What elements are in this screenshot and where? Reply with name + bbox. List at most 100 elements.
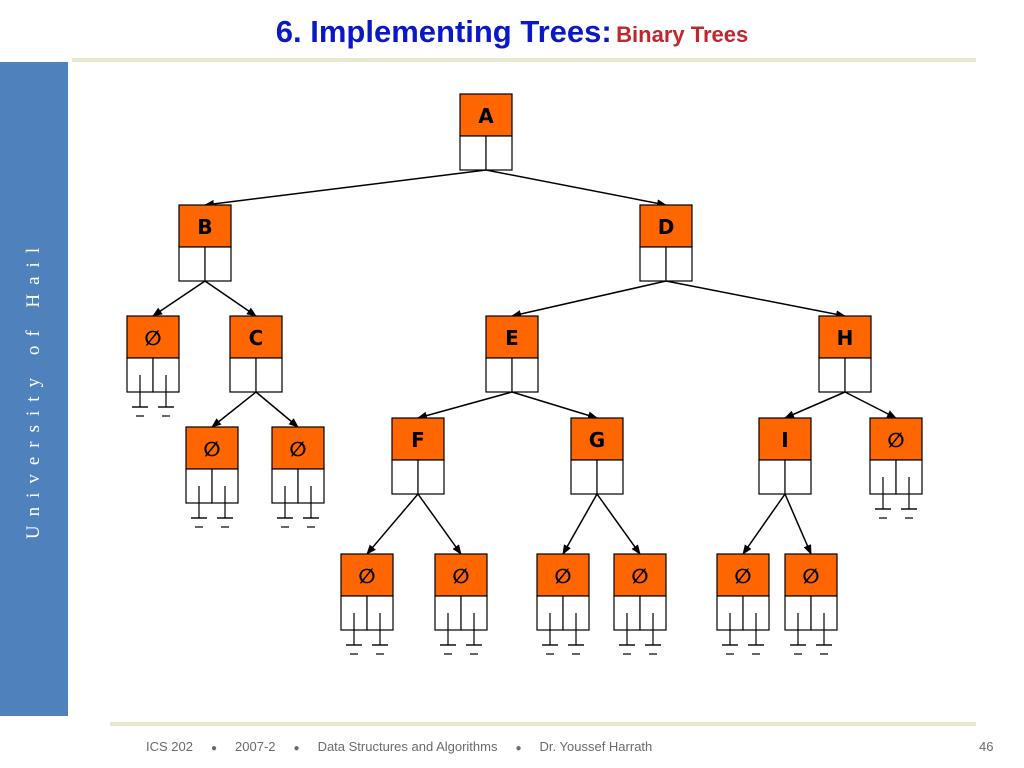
null-pointer-icon: [191, 486, 207, 528]
node-value-cell: [340, 553, 394, 597]
left-pointer-cell: [391, 459, 419, 495]
bullet-icon: ●: [515, 743, 522, 754]
right-pointer-cell: [844, 357, 872, 393]
null-pointer-icon: [542, 613, 558, 655]
right-pointer-cell: [255, 357, 283, 393]
tree-node-n1: ∅: [126, 315, 180, 417]
edge-H-I: [784, 391, 846, 419]
tree-node-n8: ∅: [613, 553, 667, 655]
null-pointer-icon: [790, 613, 806, 655]
right-pointer-cell: [665, 246, 693, 282]
node-label: B: [197, 215, 212, 239]
tree-node-C: C: [229, 315, 283, 393]
node-label: ∅: [203, 437, 220, 461]
node-value-cell: [459, 93, 513, 137]
left-pointer-cell: [639, 246, 667, 282]
node-value-cell: [758, 417, 812, 461]
node-value-cell: [485, 315, 539, 359]
node-value-cell: [639, 204, 693, 248]
slide-title: 6. Implementing Trees: Binary Trees: [0, 14, 1024, 50]
node-label: E: [505, 326, 519, 350]
right-pointer-cell: [417, 459, 445, 495]
right-pointer-cell: [596, 459, 624, 495]
page-number: 46: [979, 739, 994, 754]
node-value-cell: [784, 553, 838, 597]
tree-node-H: H: [818, 315, 872, 393]
edge-I-n9: [742, 493, 786, 555]
bullet-icon: ●: [293, 743, 300, 754]
tree-node-n7: ∅: [536, 553, 590, 655]
node-label: D: [658, 215, 675, 239]
right-pointer-cell: [784, 459, 812, 495]
node-value-cell: [570, 417, 624, 461]
edge-D-E: [511, 280, 667, 318]
node-label: ∅: [554, 564, 571, 588]
edge-G-n7: [562, 493, 598, 555]
left-pointer-cell: [459, 135, 487, 171]
left-pointer-cell: [570, 459, 598, 495]
title-subtitle: Binary Trees: [616, 22, 749, 47]
null-pointer-icon: [466, 613, 482, 655]
tree-node-A: A: [459, 93, 513, 171]
tree-node-D: D: [639, 204, 693, 282]
tree-node-n9: ∅: [716, 553, 770, 655]
footer-author: Dr. Youssef Harrath: [539, 739, 653, 754]
left-pointer-cell: [485, 357, 513, 393]
node-label: ∅: [289, 437, 306, 461]
sidebar-band: [0, 62, 68, 716]
edge-E-G: [511, 391, 598, 420]
null-pointer-icon: [901, 477, 917, 519]
edge-D-H: [665, 280, 846, 319]
tree-node-n3: ∅: [271, 426, 325, 528]
null-pointer-icon: [158, 375, 174, 417]
tree-node-B: B: [178, 204, 232, 282]
title-main: 6. Implementing Trees:: [275, 14, 612, 49]
null-pointer-icon: [440, 613, 456, 655]
null-pointer-icon: [722, 613, 738, 655]
left-pointer-cell: [758, 459, 786, 495]
node-value-cell: [391, 417, 445, 461]
edge-C-n2: [211, 391, 257, 428]
edge-A-B: [204, 169, 487, 208]
bullet-icon: ●: [210, 743, 218, 754]
node-value-cell: [818, 315, 872, 359]
left-pointer-cell: [818, 357, 846, 393]
left-pointer-cell: [229, 357, 257, 393]
node-label: ∅: [452, 564, 469, 588]
node-label: ∅: [887, 428, 904, 452]
right-pointer-cell: [511, 357, 539, 393]
edge-F-n5: [366, 493, 419, 555]
edge-C-n3: [255, 391, 299, 428]
tree-node-F: F: [391, 417, 445, 495]
edge-H-n4: [844, 391, 897, 419]
node-label: ∅: [734, 564, 751, 588]
node-label: H: [837, 326, 854, 350]
null-pointer-icon: [372, 613, 388, 655]
edge-A-D: [485, 169, 667, 208]
node-label: C: [249, 326, 264, 350]
footer-term: 2007-2: [235, 739, 276, 754]
tree-node-E: E: [485, 315, 539, 393]
tree-node-n5: ∅: [340, 553, 394, 655]
node-value-cell: [434, 553, 488, 597]
node-label: A: [478, 104, 494, 128]
null-pointer-icon: [132, 375, 148, 417]
node-label: ∅: [802, 564, 819, 588]
node-label: ∅: [358, 564, 375, 588]
footer-course: ICS 202: [146, 739, 193, 754]
node-value-cell: [716, 553, 770, 597]
tree-node-n6: ∅: [434, 553, 488, 655]
null-pointer-icon: [748, 613, 764, 655]
node-label: ∅: [631, 564, 648, 588]
node-value-cell: [178, 204, 232, 248]
edge-B-n1: [152, 280, 206, 317]
right-pointer-cell: [485, 135, 513, 171]
null-pointer-icon: [816, 613, 832, 655]
node-label: F: [411, 428, 425, 452]
null-pointer-icon: [645, 613, 661, 655]
edge-B-C: [204, 280, 257, 317]
top-divider: [72, 58, 976, 62]
right-pointer-cell: [204, 246, 232, 282]
